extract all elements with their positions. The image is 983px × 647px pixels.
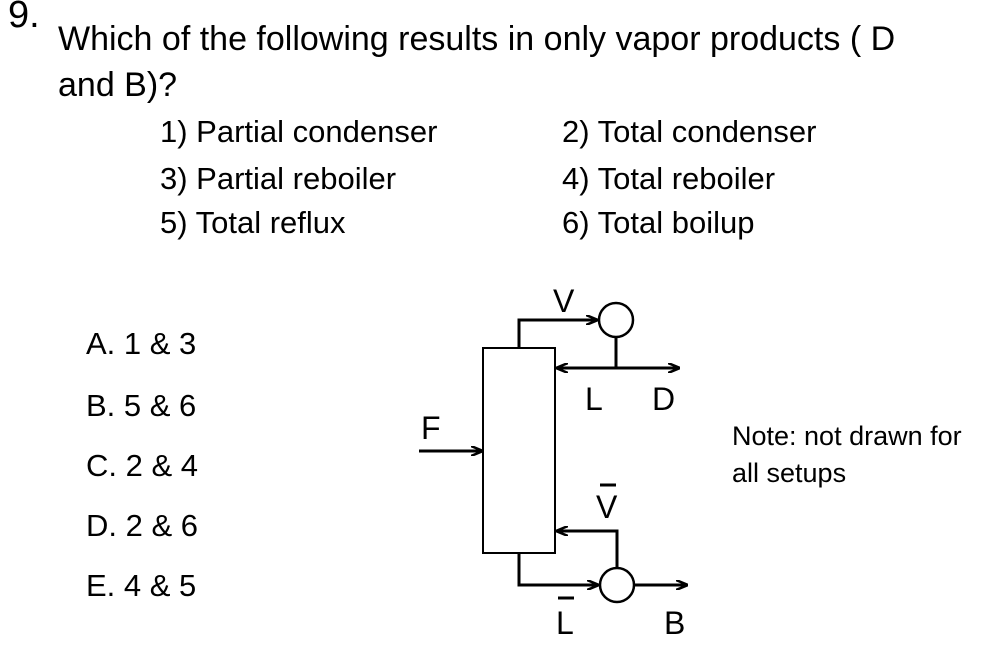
- answer-choice-b[interactable]: B. 5 & 6: [86, 388, 197, 423]
- answer-choice-c[interactable]: C. 2 & 4: [86, 448, 198, 483]
- answer-choice-e[interactable]: E. 4 & 5: [86, 568, 197, 603]
- column-shell: [482, 347, 556, 554]
- option-1: 1) Partial condenser: [160, 114, 438, 149]
- diagram-note: Note: not drawn for all setups: [732, 421, 962, 488]
- distillation-column-diagram: V L D F V L B: [419, 283, 710, 641]
- label-bottoms: B: [664, 605, 685, 641]
- label-liquid-top: L: [585, 381, 603, 417]
- label-liquid-bottom: L: [556, 605, 574, 641]
- option-4: 4) Total reboiler: [562, 161, 776, 196]
- option-6: 6) Total boilup: [562, 205, 755, 240]
- liquid-bottom-stream: [517, 553, 597, 585]
- answer-choice-d[interactable]: D. 2 & 6: [86, 508, 198, 543]
- condenser-icon: [597, 301, 635, 339]
- label-distillate: D: [652, 381, 675, 417]
- label-vapor-bottom: V: [596, 489, 618, 525]
- answer-choice-a[interactable]: A. 1 & 3: [86, 326, 197, 361]
- option-3: 3) Partial reboiler: [160, 161, 397, 196]
- label-feed: F: [421, 410, 441, 446]
- option-2: 2) Total condenser: [562, 114, 817, 149]
- question-number: 9.: [8, 0, 40, 36]
- label-vapor-top: V: [553, 283, 575, 319]
- option-5: 5) Total reflux: [160, 205, 346, 240]
- vapor-top-stream: [517, 320, 596, 348]
- question-text: Which of the following results in only v…: [58, 20, 896, 104]
- reboiler-icon: [598, 566, 636, 604]
- boilup-stream: [558, 531, 619, 568]
